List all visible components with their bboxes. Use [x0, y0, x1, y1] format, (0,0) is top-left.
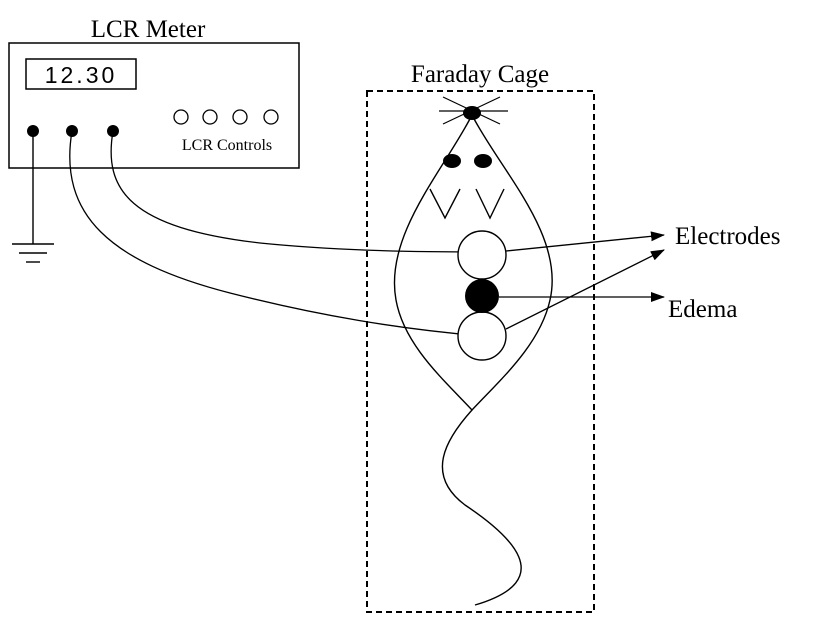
- lower-electrode: [457, 311, 507, 361]
- electrodes-label: Electrodes: [675, 223, 781, 250]
- edema-label: Edema: [668, 296, 737, 323]
- electrodes-arrow-lower: [505, 249, 665, 330]
- control-knob: [173, 109, 189, 125]
- rat-ear-left: [429, 188, 461, 220]
- faraday-cage-title: Faraday Cage: [411, 61, 549, 88]
- lcr-display: [25, 58, 137, 90]
- lcr-meter-title: LCR Meter: [91, 16, 206, 43]
- wire-to-lower-electrode: [69, 130, 483, 337]
- electrodes-arrow-upper: [505, 231, 665, 252]
- faraday-cage-box: [366, 90, 595, 613]
- rat-tail: [441, 409, 522, 606]
- lcr-controls-label: LCR Controls: [182, 137, 272, 154]
- rat-ear-right: [475, 188, 505, 220]
- lcr-meter-box: [8, 42, 300, 169]
- control-knob: [202, 109, 218, 125]
- ground-icon: [12, 131, 54, 263]
- upper-electrode: [457, 230, 507, 280]
- lcr-display-value: 12.30: [45, 62, 118, 88]
- control-knob: [232, 109, 248, 125]
- control-knob: [263, 109, 279, 125]
- edema-spot: [465, 279, 499, 313]
- rat-eye-right: [474, 154, 492, 168]
- wire-to-upper-electrode: [110, 130, 483, 253]
- rat-eye-left: [443, 154, 461, 168]
- rat-nose: [463, 106, 481, 120]
